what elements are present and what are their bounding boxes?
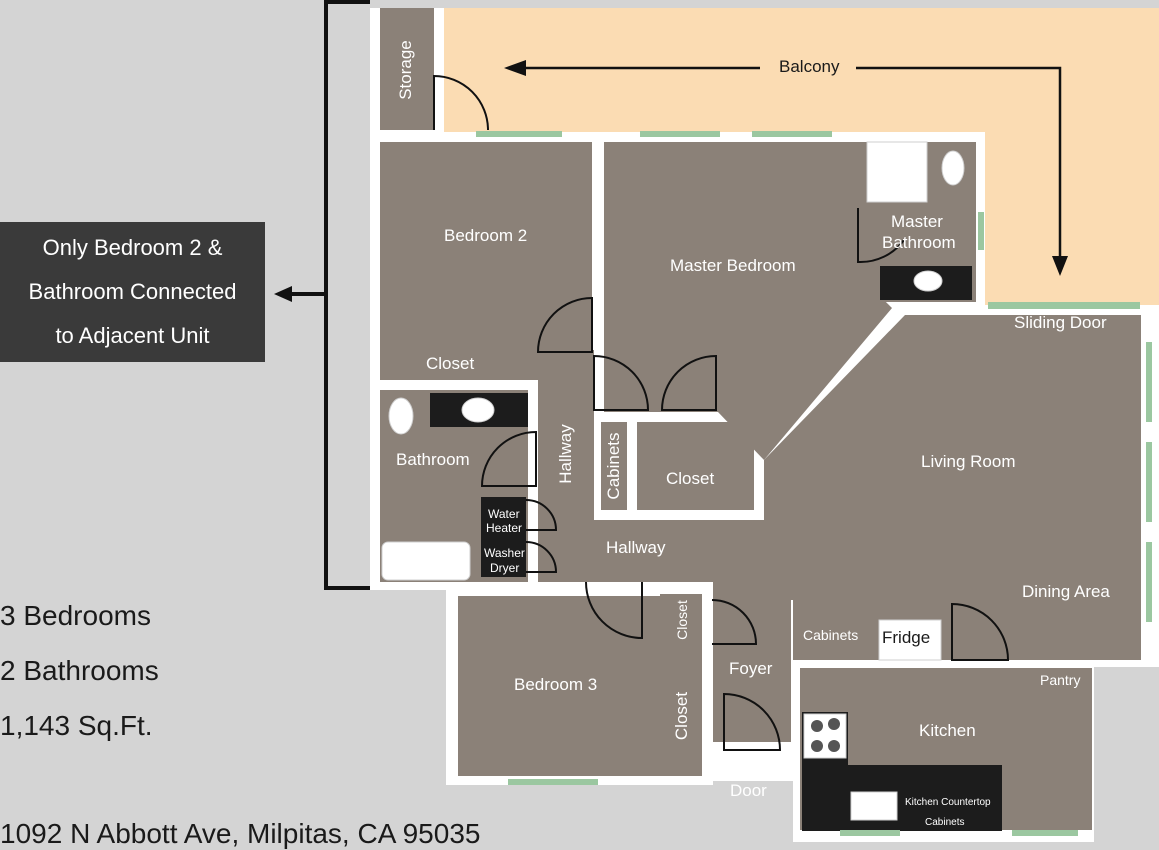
label-sliding-door: Sliding Door [1014,313,1107,332]
label-cabinets-kitchen: Cabinets [803,627,859,643]
door-bedroom3 [585,581,643,640]
doors [433,74,1010,751]
water-heater-closet [481,497,526,577]
door-master-bath [857,208,905,264]
label-dining-area: Dining Area [1022,582,1110,601]
door-kitchen [951,602,1010,661]
door-master-right [660,354,717,411]
door-bedroom2 [536,296,593,353]
label-front-door-1: Front [728,756,768,775]
windows [476,131,1152,836]
label-washer-dryer-2: Dryer [490,561,520,575]
kitchen-counter [802,765,1002,831]
closet-foyer-floor [660,594,702,648]
label-kitchen-cabinets: Cabinets [925,817,965,828]
label-hallway: Hallway [606,538,666,557]
white-fixtures [381,141,965,821]
stat-bedrooms: 3 Bedrooms [0,600,151,631]
stove-top [803,713,847,759]
label-fridge: Fridge [882,628,931,647]
storage-floor [380,8,434,130]
label-master-bathroom-2: Bathroom [882,233,956,252]
label-water-heater-2: Heater [486,521,523,535]
adjacent-bracket [288,0,370,590]
label-closet-bedroom2: Closet [426,354,475,373]
foyer-floor [713,582,791,742]
bracket-arrow [274,286,292,302]
label-hallway-vertical: Hallway [556,424,575,484]
closet-master-floor [637,422,754,510]
stat-area: 1,143 Sq.Ft. [0,710,153,741]
label-cabinets-hall: Cabinets [604,432,623,500]
label-closet-foyer: Closet [674,600,690,640]
label-storage: Storage [396,40,415,100]
door-storage [433,74,489,131]
door-master-left [593,354,650,411]
door-bathroom [480,430,537,487]
label-washer-dryer-1: Washer [484,546,525,560]
door-closet-foyer [711,599,758,645]
bathtub [381,541,471,581]
label-master-bathroom-1: Master [891,212,943,231]
fridge-box [878,619,942,661]
master-sink [913,270,943,292]
label-water-heater-1: Water [488,507,520,521]
bedroom2-floor [380,142,592,380]
shower [866,141,928,203]
stove-burners [811,718,840,752]
label-kitchen-countertop: Kitchen Countertop [905,797,991,808]
hall-floor [594,520,794,582]
label-bedroom2: Bedroom 2 [444,226,528,245]
arrow-heads [504,60,1068,276]
label-kitchen: Kitchen [919,721,976,740]
door-washer [525,541,558,573]
door-front [723,692,782,751]
kitchen-sink [850,791,898,821]
note-line-2: Bathroom Connected [28,279,237,304]
label-master-bedroom: Master Bedroom [670,256,796,275]
master-bedroom-floor [604,142,892,460]
address: 1092 N Abbott Ave, Milpitas, CA 95035 [0,818,481,849]
label-closet-master: Closet [666,469,715,488]
label-pantry: Pantry [1040,672,1081,688]
cabinets-hall-floor [601,422,627,510]
label-closet-bedroom3: Closet [672,691,691,741]
adjacent-unit-note: Only Bedroom 2 & Bathroom Connected to A… [0,222,265,362]
label-front-door-2: Door [730,781,767,800]
door-water-heater [525,499,558,531]
label-balcony: Balcony [779,57,840,76]
stat-bathrooms: 2 Bathrooms [0,655,159,686]
bath-toilet [388,397,414,435]
bath-sink [461,397,495,423]
note-line-1: Only Bedroom 2 & [42,235,223,260]
label-bedroom3: Bedroom 3 [514,675,598,694]
master-toilet [941,150,965,186]
balcony-arrows [516,66,1062,262]
label-foyer: Foyer [729,659,773,678]
hallway-floor [538,350,594,582]
label-bathroom: Bathroom [396,450,470,469]
label-living-room: Living Room [921,452,1016,471]
note-line-3: to Adjacent Unit [55,323,210,348]
